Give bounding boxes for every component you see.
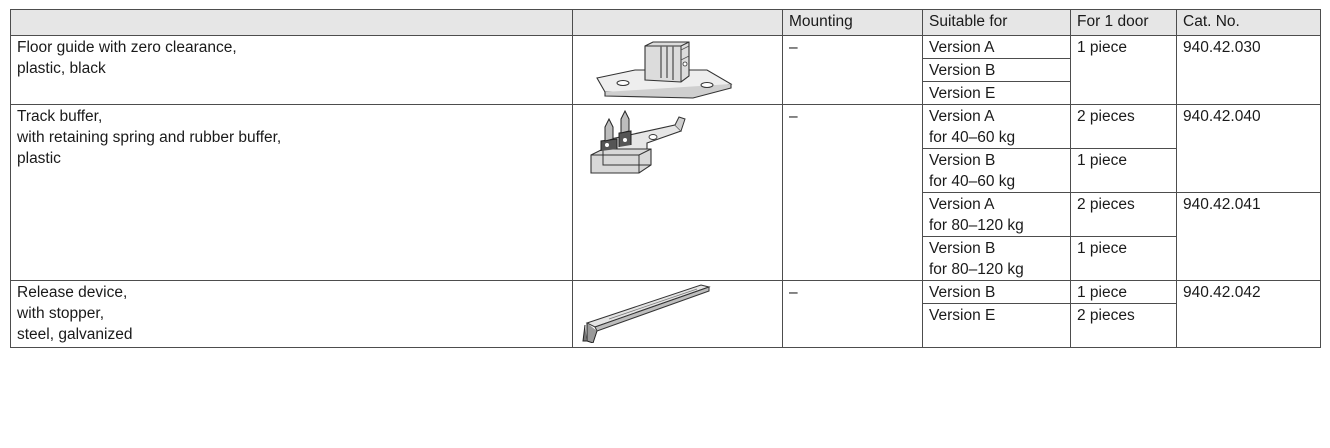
quantity-value: 1 piece: [1070, 236, 1177, 281]
description-line: plastic, black: [17, 60, 106, 77]
suitable-for-line: for 40–60 kg: [929, 173, 1016, 190]
suitable-for-line: Version B: [929, 240, 996, 257]
table-row: Track buffer, with retaining spring and …: [10, 104, 1321, 281]
product-table: Mounting Suitable for For 1 door Cat. No…: [10, 9, 1321, 348]
header-for-1-door: For 1 door: [1070, 9, 1177, 36]
mounting-value: –: [782, 35, 923, 105]
suitable-for-line: Version E: [929, 85, 996, 102]
quantity-value: 2 pieces: [1070, 192, 1177, 237]
description-line: Floor guide with zero clearance,: [17, 39, 237, 56]
product-image-cell: [572, 35, 783, 105]
release-device-icon: [582, 284, 711, 343]
suitable-for-cell: Version B for 40–60 kg: [922, 148, 1071, 193]
table-row: Release device, with stopper, steel, gal…: [10, 280, 1321, 348]
product-description: Release device, with stopper, steel, gal…: [10, 280, 573, 348]
suitable-for-line: for 80–120 kg: [929, 261, 1024, 278]
table-row: Floor guide with zero clearance, plastic…: [10, 35, 1321, 105]
product-image-cell: [572, 104, 783, 281]
product-image-cell: [572, 280, 783, 348]
table-row: Version B for 80–120 kg 1 piece: [11, 236, 1321, 281]
track-buffer-icon: [590, 109, 686, 174]
suitable-for-line: Version A: [929, 39, 995, 56]
description-line: steel, galvanized: [17, 326, 133, 343]
header-image: [572, 9, 783, 36]
product-description: Floor guide with zero clearance, plastic…: [10, 35, 573, 105]
product-description: Track buffer, with retaining spring and …: [10, 104, 573, 281]
suitable-for-cell: Version B: [922, 58, 1071, 82]
suitable-for-cell: Version E: [922, 81, 1071, 105]
suitable-for-cell: Version A for 40–60 kg: [922, 104, 1071, 149]
suitable-for-line: for 80–120 kg: [929, 217, 1024, 234]
suitable-for-line: for 40–60 kg: [929, 129, 1016, 146]
cat-no-value: 940.42.030: [1176, 35, 1321, 105]
table-row: Version A for 80–120 kg 2 pieces 940.42.…: [11, 192, 1321, 281]
floor-guide-icon: [596, 41, 733, 99]
suitable-for-cell: Version A for 80–120 kg: [922, 192, 1071, 237]
suitable-for-line: Version B: [929, 284, 996, 301]
quantity-value: 2 pieces: [1070, 104, 1177, 149]
table-row: Version E: [11, 81, 1321, 105]
description-line: plastic: [17, 150, 61, 167]
suitable-for-line: Version A: [929, 196, 995, 213]
quantity-value: 1 piece: [1070, 148, 1177, 193]
description-line: with retaining spring and rubber buffer,: [17, 129, 282, 146]
suitable-for-line: Version B: [929, 62, 996, 79]
cat-no-value: 940.42.040: [1176, 104, 1321, 193]
table-row: Version B: [11, 58, 1321, 82]
table-row: Version E 2 pieces: [11, 303, 1321, 348]
suitable-for-line: Version E: [929, 307, 996, 324]
quantity-value: 1 piece: [1070, 280, 1177, 304]
description-line: Track buffer,: [17, 108, 103, 125]
suitable-for-line: Version B: [929, 152, 996, 169]
suitable-for-cell: Version B: [922, 280, 1071, 304]
suitable-for-cell: Version A: [922, 35, 1071, 59]
suitable-for-cell: Version B for 80–120 kg: [922, 236, 1071, 281]
description-line: Release device,: [17, 284, 128, 301]
header-description: [10, 9, 573, 36]
quantity-value: 2 pieces: [1070, 303, 1177, 348]
header-cat-no: Cat. No.: [1176, 9, 1321, 36]
quantity-value: 1 piece: [1070, 35, 1177, 105]
suitable-for-cell: Version E: [922, 303, 1071, 348]
description-line: with stopper,: [17, 305, 105, 322]
header-row: Mounting Suitable for For 1 door Cat. No…: [10, 9, 1321, 36]
cat-no-value: 940.42.042: [1176, 280, 1321, 348]
mounting-value: –: [782, 280, 923, 348]
suitable-for-line: Version A: [929, 108, 995, 125]
header-mounting: Mounting: [782, 9, 923, 36]
table-row: Version B for 40–60 kg 1 piece: [11, 148, 1321, 193]
header-suitable-for: Suitable for: [922, 9, 1071, 36]
cat-no-value: 940.42.041: [1176, 192, 1321, 281]
mounting-value: –: [782, 104, 923, 281]
